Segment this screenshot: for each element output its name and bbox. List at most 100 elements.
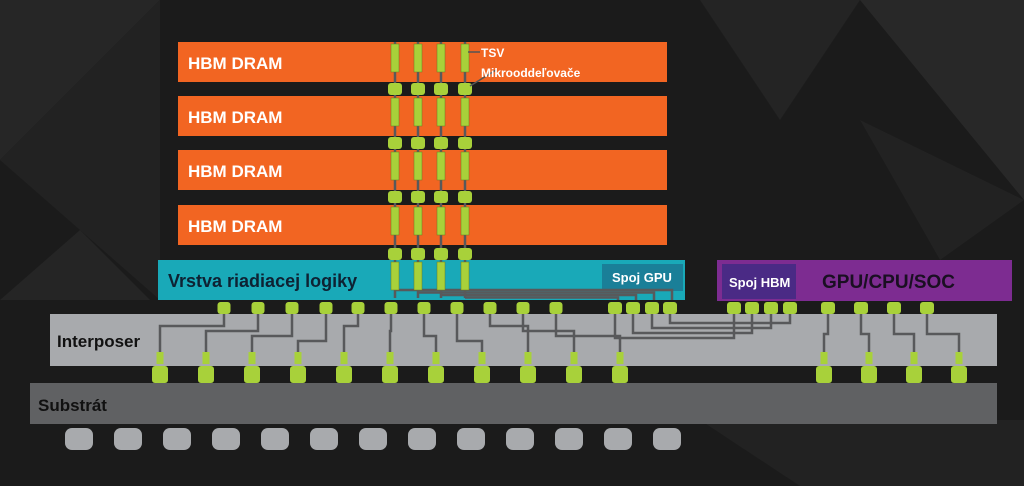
- tsv: [436, 151, 446, 181]
- dram-layer-2: HBM DRAM: [178, 96, 667, 136]
- hbm-link-microbump: [783, 302, 797, 314]
- gpu-link-microbump: [626, 302, 640, 314]
- wire-trace: [204, 314, 260, 352]
- c4-bump: [152, 366, 168, 383]
- interposer-label: Interposer: [57, 332, 141, 351]
- solder-ball: [506, 428, 534, 450]
- dram-layer-3: HBM DRAM: [178, 150, 667, 190]
- interposer-pad: [910, 352, 918, 364]
- interposer-pad: [616, 352, 624, 364]
- tsv: [436, 206, 446, 236]
- tsv: [413, 261, 423, 291]
- c4-bump: [566, 366, 582, 383]
- dram-label: HBM DRAM: [188, 108, 282, 127]
- solder-ball: [212, 428, 240, 450]
- tsv: [436, 261, 446, 291]
- interposer-pad: [294, 352, 302, 364]
- microbump: [434, 83, 448, 95]
- logic-microbump: [351, 302, 365, 314]
- tsv-label: TSV: [481, 46, 504, 60]
- microbump: [388, 137, 402, 149]
- gpu-link-microbump: [663, 302, 677, 314]
- wire-trace: [521, 314, 576, 352]
- processor-microbump: [854, 302, 868, 314]
- solder-ball: [555, 428, 583, 450]
- processor-microbump: [920, 302, 934, 314]
- gpu-link-microbump: [645, 302, 659, 314]
- wire-trace: [822, 314, 830, 352]
- hbm-link-block: [722, 264, 796, 299]
- gpu-link-block: [602, 264, 683, 291]
- substrate-label: Substrát: [38, 396, 107, 415]
- logic-microbump: [251, 302, 265, 314]
- microbump: [434, 191, 448, 203]
- dram-label: HBM DRAM: [188, 162, 282, 181]
- hbm-link-microbump: [745, 302, 759, 314]
- logic-microbump: [285, 302, 299, 314]
- wire-trace: [296, 314, 328, 352]
- tsv: [413, 151, 423, 181]
- logic-microbump: [217, 302, 231, 314]
- interposer-pad: [386, 352, 394, 364]
- wire-trace: [650, 314, 773, 330]
- c4-bump: [336, 366, 352, 383]
- solder-ball: [359, 428, 387, 450]
- interposer-pad: [570, 352, 578, 364]
- logic-wiring: [395, 288, 674, 300]
- microbump: [411, 191, 425, 203]
- wire-trace: [388, 314, 393, 352]
- logic-microbump: [417, 302, 431, 314]
- microbump: [411, 137, 425, 149]
- solder-ball: [261, 428, 289, 450]
- wire-trace: [488, 314, 530, 352]
- wire-trace: [859, 314, 871, 352]
- interposer-pad: [432, 352, 440, 364]
- hbm-link-microbump: [727, 302, 741, 314]
- logic-microbump: [516, 302, 530, 314]
- microbump: [458, 83, 472, 95]
- c4-bump: [428, 366, 444, 383]
- tsv: [413, 206, 423, 236]
- wire-trace: [613, 314, 736, 340]
- c4-bump: [951, 366, 967, 383]
- dram-label: HBM DRAM: [188, 217, 282, 236]
- microbump: [388, 191, 402, 203]
- interposer-pad: [156, 352, 164, 364]
- solder-ball: [163, 428, 191, 450]
- logic-microbump: [549, 302, 563, 314]
- tsv: [390, 43, 400, 73]
- wire-trace: [250, 314, 294, 352]
- wire-trace: [554, 314, 622, 352]
- c4-bump: [474, 366, 490, 383]
- microbump: [458, 248, 472, 260]
- c4-bump: [244, 366, 260, 383]
- microbump: [411, 83, 425, 95]
- dram-layer-4: HBM DRAM: [178, 205, 667, 245]
- logic-layer-label: Vrstva riadiacej logiky: [168, 271, 357, 291]
- substrate-block: [30, 383, 997, 424]
- solder-ball: [604, 428, 632, 450]
- interposer-wiring: [158, 314, 961, 352]
- tsv: [436, 97, 446, 127]
- tsv: [390, 261, 400, 291]
- dram-label: HBM DRAM: [188, 54, 282, 73]
- c4-bump: [816, 366, 832, 383]
- tsv: [390, 206, 400, 236]
- wire-trace: [422, 314, 438, 352]
- interposer-pad: [202, 352, 210, 364]
- processor-microbump: [821, 302, 835, 314]
- c4-bump: [612, 366, 628, 383]
- wire-trace: [158, 314, 226, 352]
- wire-trace: [925, 314, 961, 352]
- tsv: [390, 151, 400, 181]
- tsv: [460, 151, 470, 181]
- tsv: [460, 97, 470, 127]
- solder-ball: [653, 428, 681, 450]
- wire-trace: [418, 291, 656, 300]
- interposer-pad: [820, 352, 828, 364]
- solder-ball: [457, 428, 485, 450]
- tsv: [413, 43, 423, 73]
- logic-microbump: [450, 302, 464, 314]
- microbump-callout-line: [469, 69, 497, 87]
- wire-trace: [342, 314, 360, 352]
